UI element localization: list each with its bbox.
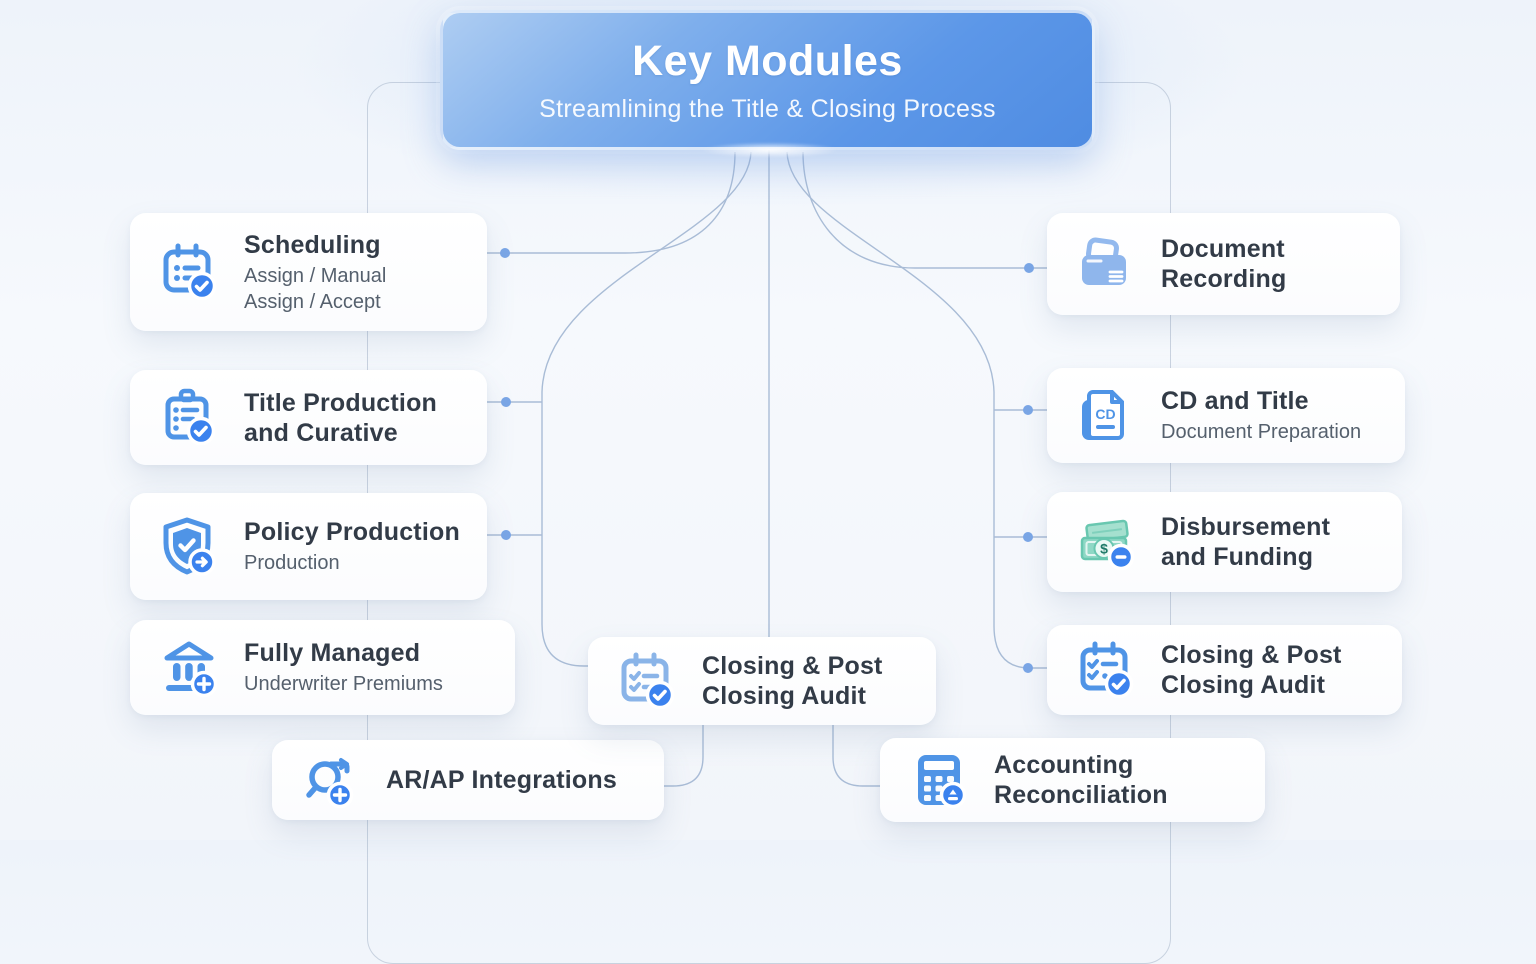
clipboard-check-icon: [157, 386, 221, 450]
module-card-policy-production: Policy Production Production: [130, 493, 487, 600]
module-card-fully-managed: Fully Managed Underwriter Premiums: [130, 620, 515, 715]
calendar-check-icon: [157, 240, 221, 304]
calendar-audit-icon: [615, 649, 679, 713]
card-title: Fully Managed: [244, 639, 421, 667]
module-card-document-recording: Document Recording: [1047, 213, 1400, 315]
card-title: AR/AP Integrations: [386, 766, 617, 794]
page-subtitle: Streamlining the Title & Closing Process: [539, 94, 996, 123]
header-glow: [700, 142, 840, 158]
card-subtitle: Document Preparation: [1161, 421, 1362, 443]
diagram-canvas: Key Modules Streamlining the Title & Clo…: [130, 0, 1405, 964]
module-card-disbursement: $ Disbursement and Funding: [1047, 492, 1402, 592]
card-title: Closing & Post Closing Audit: [702, 652, 883, 710]
module-card-closing-audit-center: Closing & Post Closing Audit: [588, 637, 936, 725]
module-card-closing-audit-right: Closing & Post Closing Audit: [1047, 625, 1402, 715]
card-subtitle: Underwriter Premiums: [244, 673, 443, 695]
shield-check-icon: [157, 515, 221, 579]
card-subtitle: Production: [244, 552, 340, 574]
card-title: Closing & Post Closing Audit: [1161, 641, 1342, 699]
connector-lines: [487, 150, 1047, 787]
card-title: CD and Title: [1161, 387, 1309, 415]
module-card-arap-integrations: AR/AP Integrations: [272, 740, 664, 820]
card-title: Accounting Reconciliation: [994, 751, 1168, 809]
module-card-scheduling: Scheduling Assign / Manual Assign / Acce…: [130, 213, 487, 331]
card-title: Document Recording: [1161, 235, 1287, 293]
document-folder-icon: [1074, 232, 1138, 296]
cd-document-icon: CD: [1074, 384, 1138, 448]
card-title: Policy Production: [244, 518, 460, 546]
module-card-accounting: Accounting Reconciliation: [880, 738, 1265, 822]
bank-plus-icon: [157, 636, 221, 700]
card-title: Title Production and Curative: [244, 388, 438, 447]
calculator-reconcile-icon: [907, 748, 971, 812]
calendar-audit-icon: [1074, 638, 1138, 702]
card-subtitle: Assign / Manual Assign / Accept: [244, 264, 387, 313]
module-card-cd-and-title: CD CD and Title Document Preparation: [1047, 368, 1405, 463]
card-title: Scheduling: [244, 230, 381, 259]
module-card-title-production: Title Production and Curative: [130, 370, 487, 465]
svg-text:$: $: [1100, 541, 1108, 557]
banknotes-minus-icon: $: [1074, 510, 1138, 574]
svg-text:CD: CD: [1095, 406, 1115, 422]
integration-plus-icon: [299, 748, 363, 812]
card-title: Disbursement and Funding: [1161, 513, 1331, 571]
page-title: Key Modules: [632, 36, 903, 85]
header-banner: Key Modules Streamlining the Title & Clo…: [440, 10, 1095, 150]
